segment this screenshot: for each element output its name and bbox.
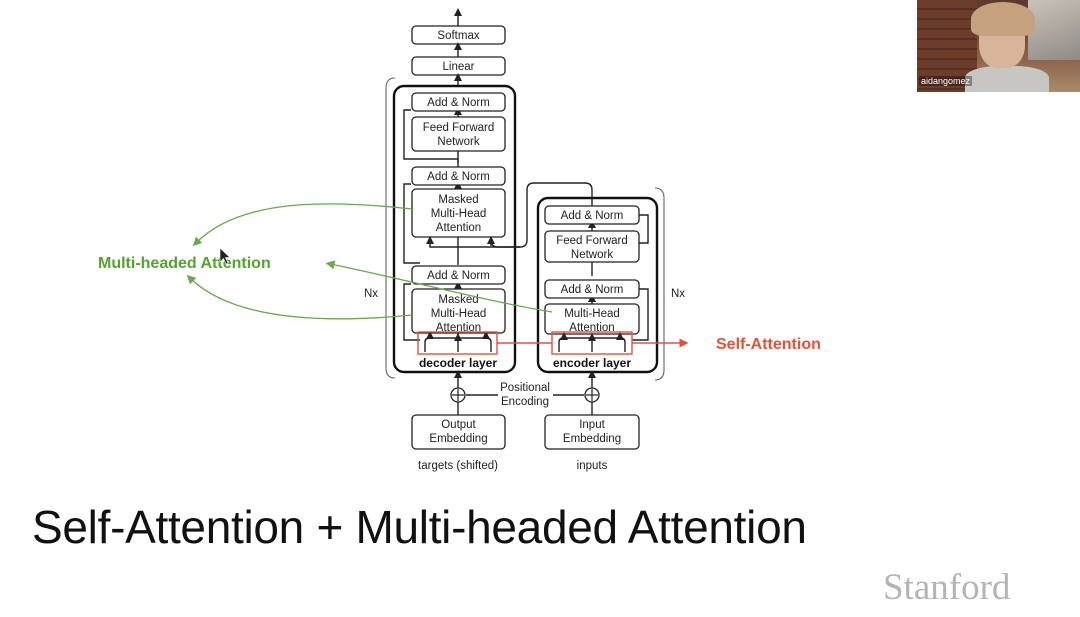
- stanford-logo: Stanford: [883, 567, 1011, 608]
- decoder-layer-label: decoder layer: [419, 356, 497, 370]
- encoder-layer-label: encoder layer: [553, 356, 631, 370]
- targets-label: targets (shifted): [418, 460, 498, 472]
- webcam-background-window: [1028, 0, 1080, 60]
- slide-title: Self-Attention + Multi-headed Attention: [32, 501, 807, 553]
- encoder-ffn-line2: Network: [571, 249, 613, 261]
- output-embedding-line1: Output: [441, 419, 476, 431]
- softmax-block: Softmax: [411, 25, 506, 45]
- inputs-label: inputs: [577, 460, 608, 472]
- decoder-self-attn-line1: Masked: [438, 294, 478, 306]
- positional-encoding-line2: Encoding: [501, 396, 549, 408]
- decoder-nx-brace: [385, 77, 396, 379]
- decoder-self-attn-line3: Attention: [436, 322, 481, 334]
- decoder-add-norm-mid: Add & Norm: [427, 171, 490, 183]
- webcam-video-tile[interactable]: aidangomez: [917, 0, 1080, 92]
- encoder-ffn-line1: Feed Forward: [556, 235, 628, 247]
- decoder-cross-attn-line3: Attention: [436, 222, 481, 234]
- encoder-mha-line1: Multi-Head: [564, 308, 620, 320]
- encoder-nx-brace: [654, 187, 665, 381]
- linear-label: Linear: [443, 61, 475, 73]
- input-embedding-line1: Input: [579, 419, 605, 431]
- softmax-label: Softmax: [437, 30, 479, 42]
- green-arrow-encoder: [325, 260, 553, 313]
- decoder-layer: Add & Norm Feed Forward Network Add & No…: [392, 84, 517, 374]
- self-attention-annotation: Self-Attention: [716, 336, 821, 353]
- green-arrow-cross-attention: [192, 203, 413, 247]
- webcam-person-hair: [971, 2, 1035, 36]
- input-embedding-block: Input Embedding: [544, 414, 640, 450]
- decoder-nx-label: Nx: [364, 288, 378, 300]
- decoder-ffn-line1: Feed Forward: [423, 122, 495, 134]
- encoder-to-decoder-line: [490, 182, 593, 248]
- encoder-mha-line2: Attention: [569, 322, 614, 334]
- linear-block: Linear: [411, 56, 506, 76]
- green-arrow-decoder-self: [186, 274, 413, 320]
- encoder-nx-label: Nx: [671, 288, 685, 300]
- output-embedding-line2: Embedding: [429, 433, 487, 445]
- decoder-add-norm-low: Add & Norm: [427, 270, 490, 282]
- mouse-cursor-icon: [219, 247, 231, 265]
- decoder-self-attn-line2: Multi-Head: [431, 308, 487, 320]
- multi-headed-attention-annotation: Multi-headed Attention: [98, 255, 271, 272]
- decoder-add-norm-top: Add & Norm: [427, 97, 490, 109]
- encoder-add-norm-low: Add & Norm: [561, 284, 624, 296]
- webcam-person-shirt: [965, 66, 1049, 92]
- participant-name: aidangomez: [919, 76, 973, 86]
- input-embedding-line2: Embedding: [563, 433, 621, 445]
- decoder-ffn-line2: Network: [437, 136, 479, 148]
- encoder-add-norm-top: Add & Norm: [561, 210, 624, 222]
- decoder-cross-attn-line2: Multi-Head: [431, 208, 487, 220]
- positional-encoding-line1: Positional: [500, 382, 550, 394]
- encoder-layer: Add & Norm Feed Forward Network Add & No…: [536, 196, 659, 374]
- output-embedding-block: Output Embedding: [411, 414, 506, 450]
- decoder-cross-attn-line1: Masked: [438, 194, 478, 206]
